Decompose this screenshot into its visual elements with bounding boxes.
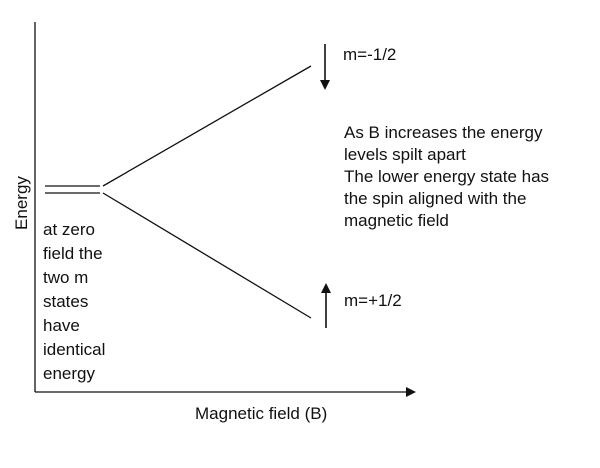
- lower-level-label: m=+1/2: [344, 291, 402, 310]
- x-axis-label: Magnetic field (B): [195, 404, 328, 423]
- upper-level-label: m=-1/2: [343, 45, 397, 64]
- y-axis-label: Energy: [12, 176, 31, 230]
- upper-energy-level: [102, 65, 312, 187]
- explanation-line: The lower energy state has: [344, 167, 550, 186]
- zero-field-note-line: have: [43, 316, 80, 335]
- explanation-line: magnetic field: [344, 211, 449, 230]
- zero-field-note-line: states: [43, 292, 89, 311]
- zero-field-note-line: at zero: [43, 220, 95, 239]
- zero-field-note-line: field the: [43, 244, 103, 263]
- zero-field-note-line: energy: [43, 364, 95, 383]
- zero-field-note-line: identical: [43, 340, 106, 359]
- lower-energy-level: [102, 192, 312, 319]
- explanation-note: As B increases the energy levels spilt a…: [344, 122, 549, 232]
- explanation-line: the spin aligned with the: [344, 189, 527, 208]
- explanation-line: As B increases the energy: [344, 123, 543, 142]
- explanation-line: levels spilt apart: [344, 145, 466, 164]
- zero-field-note-line: two m: [43, 268, 89, 287]
- zero-field-note: at zero field the two m states have iden…: [43, 219, 105, 387]
